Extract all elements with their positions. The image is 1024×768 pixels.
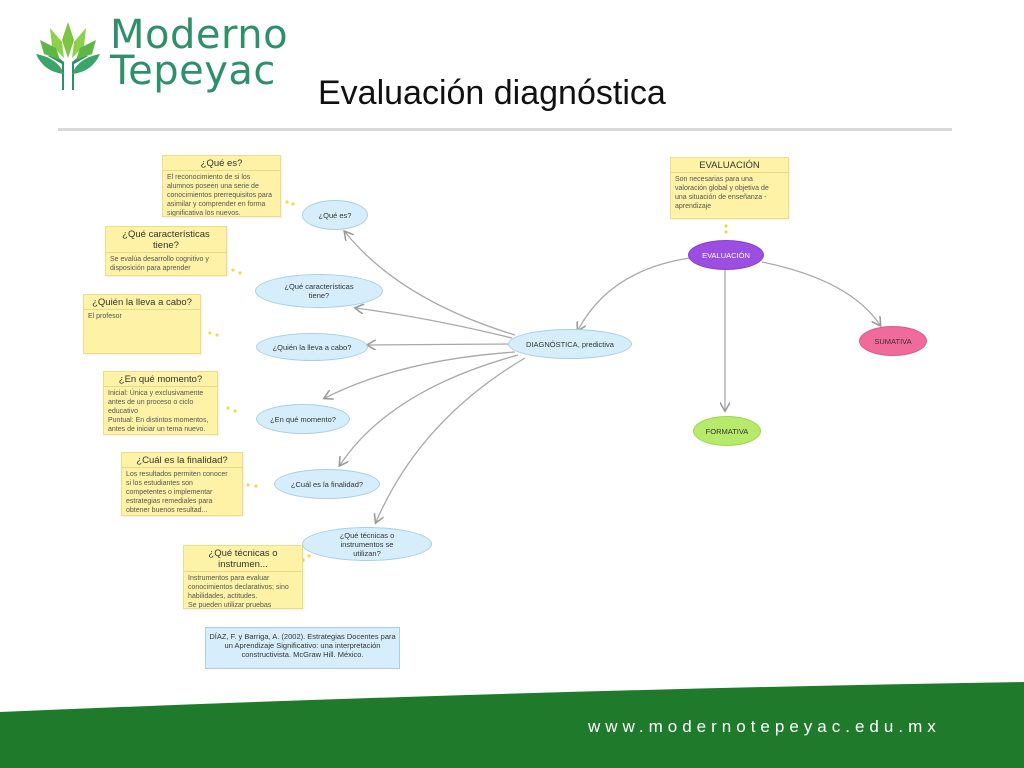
bubble-finalidad[interactable]: ¿Cuál es la finalidad? [274,469,380,499]
note-caracteristicas: ¿Qué características tiene? Se evalúa de… [105,226,227,276]
note-title: ¿Quién la lleva a cabo? [84,295,200,310]
note-title: ¿Qué es? [163,156,280,171]
note-finalidad: ¿Cuál es la finalidad? Los resultados pe… [121,452,243,516]
node-evaluacion[interactable]: EVALUACIÓN [688,240,764,270]
note-title: ¿Cuál es la finalidad? [122,453,242,468]
note-title: ¿Qué características tiene? [106,227,226,253]
note-evaluacion: EVALUACIÓN Son necesarias para una valor… [670,157,789,219]
node-diagnostica[interactable]: DIAGNÓSTICA, predictiva [508,329,632,359]
logo: Moderno Tepeyac [28,14,308,94]
footer-url[interactable]: www.modernotepeyac.edu.mx [588,717,941,736]
connector-central-to-q5 [340,354,519,465]
title-divider [58,128,952,131]
connector-central-to-q4 [325,351,516,398]
connector-central-to-q3 [368,344,513,345]
brand-name-line2: Tepeyac [110,48,276,94]
connector-central-to-q1 [345,232,516,336]
bubble-caracteristicas[interactable]: ¿Qué características tiene? [255,274,383,308]
connector-central-to-q2 [356,308,513,339]
brand-name-line1: Moderno [110,12,289,58]
bubble-tecnicas[interactable]: ¿Qué técnicas o instrumentos se utilizan… [302,527,432,561]
bubble-que-es[interactable]: ¿Qué es? [302,200,368,230]
note-title: EVALUACIÓN [671,158,788,173]
node-formativa[interactable]: FORMATIVA [693,416,761,446]
note-que-es: ¿Qué es? El reconocimiento de si los alu… [162,155,281,217]
connector-root-to-sumativa [761,261,880,325]
bubble-momento[interactable]: ¿En qué momento? [256,404,350,434]
note-body: Instrumentos para evaluar conocimientos … [188,575,289,609]
note-quien: ¿Quién la lleva a cabo? El profesor [83,294,201,354]
note-body: Son necesarias para una valoración globa… [675,176,769,210]
note-momento: ¿En qué momento? Inicial: Única y exclus… [103,371,218,435]
note-title: ¿Qué técnicas o instrumen... [184,546,302,572]
tree-logo-icon [36,22,100,90]
note-title: ¿En qué momento? [104,372,217,387]
node-sumativa[interactable]: SUMATIVA [859,326,927,356]
reference-box: DÍAZ, F. y Barriga, A. (2002). Estrategi… [205,627,400,669]
note-tecnicas: ¿Qué técnicas o instrumen... Instrumento… [183,545,303,609]
connector-root-to-central [578,257,691,330]
page-title: Evaluación diagnóstica [318,74,666,112]
connector-central-to-q6 [376,357,526,522]
note-body: El reconocimiento de si los alumnos pose… [167,174,273,217]
note-body: Inicial: Única y exclusivamente antes de… [108,390,209,433]
note-body: El profesor [88,313,122,320]
note-body: Los resultados permiten conocer si los e… [126,471,228,514]
note-body: Se evalúa desarrollo cognitivo y disposi… [110,256,209,272]
bubble-quien[interactable]: ¿Quién la lleva a cabo? [256,333,368,361]
